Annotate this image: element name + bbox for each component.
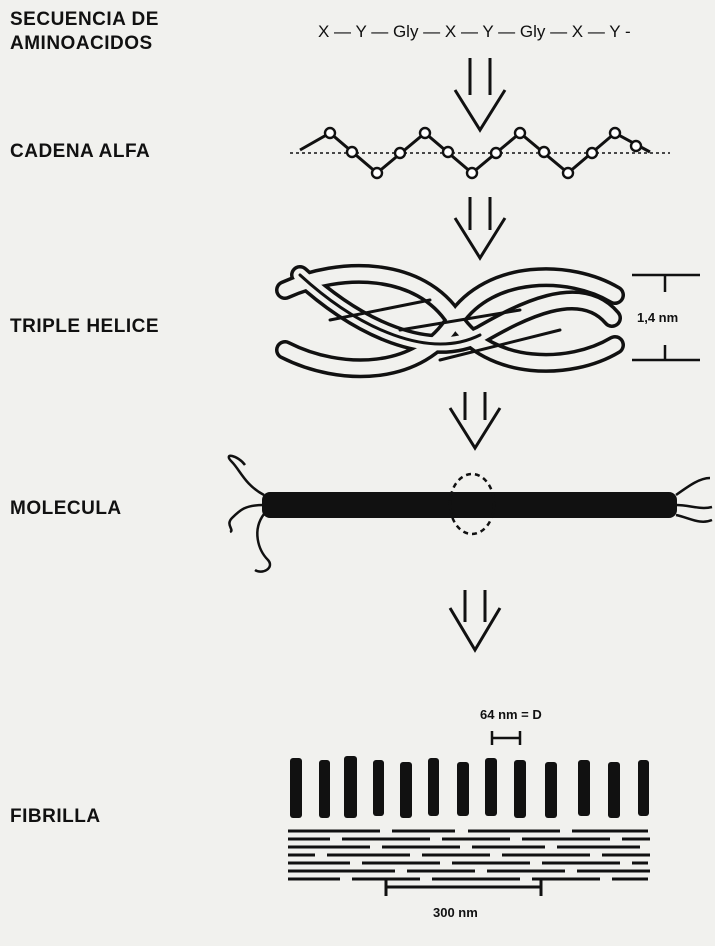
scale-bar bbox=[386, 878, 541, 896]
d-period-marker bbox=[492, 731, 520, 745]
arrow-4 bbox=[450, 590, 500, 650]
arrow-1 bbox=[455, 58, 505, 130]
arrow-2 bbox=[455, 197, 505, 258]
fibril-staggered-molecules bbox=[288, 831, 650, 879]
fibril-bands bbox=[290, 756, 649, 818]
arrow-3 bbox=[450, 392, 500, 448]
alpha-chain bbox=[290, 128, 670, 178]
helix-diameter-bracket bbox=[632, 275, 700, 360]
triple-helix bbox=[285, 274, 615, 368]
collagen-molecule bbox=[229, 456, 712, 572]
